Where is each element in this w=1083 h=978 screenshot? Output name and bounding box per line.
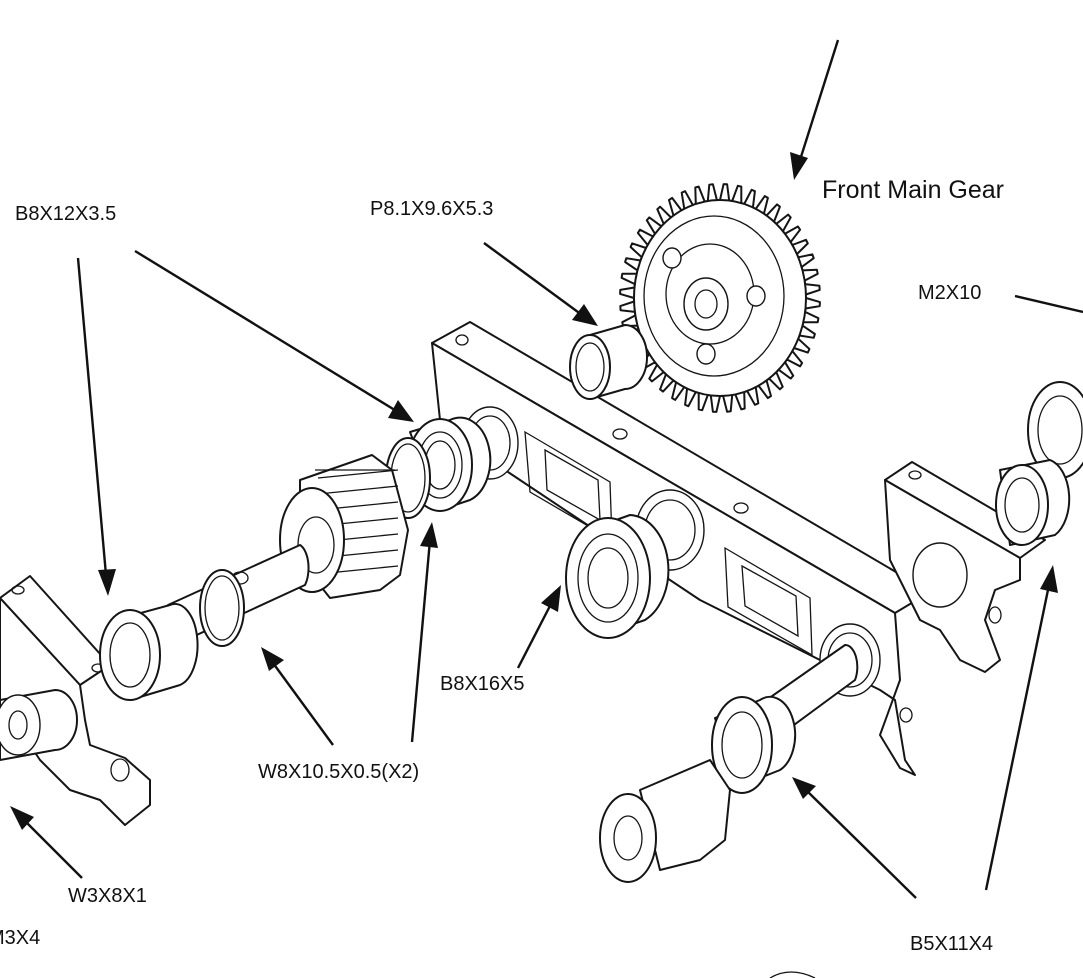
label-b8x12x3-5: B8X12X3.5 — [15, 203, 117, 225]
left-bracket — [0, 575, 151, 826]
label-b8x16x5: B8X16X5 — [440, 673, 525, 695]
bearings-right — [995, 381, 1083, 546]
label-b5x11x4: B5X11X4 — [910, 933, 994, 955]
pinion-tooth-line — [317, 485, 399, 495]
leader-arrows — [10, 39, 1083, 899]
label-m3x4: M3X4 — [0, 927, 41, 949]
front-main-gear — [619, 183, 821, 413]
bushing — [569, 324, 648, 400]
pinion-gear-left — [279, 454, 409, 599]
label-w8x10-5x0-5-x2: W8X10.5X0.5(X2) — [258, 761, 420, 783]
label-front-main-gear: Front Main Gear — [822, 176, 1005, 204]
label-p8-1x9-6x5-3: P8.1X9.6X5.3 — [370, 198, 494, 220]
bearing-left — [99, 602, 199, 701]
washer-ring-lower — [199, 569, 245, 647]
label-m2x10: M2X10 — [918, 282, 982, 304]
label-w3x8x1: W3X8X1 — [68, 885, 147, 907]
partial-part-edge — [769, 971, 816, 978]
pinion-tooth-line — [317, 469, 399, 479]
lower-shaft-assembly — [599, 643, 859, 883]
bearing-b8x16 — [565, 514, 670, 639]
